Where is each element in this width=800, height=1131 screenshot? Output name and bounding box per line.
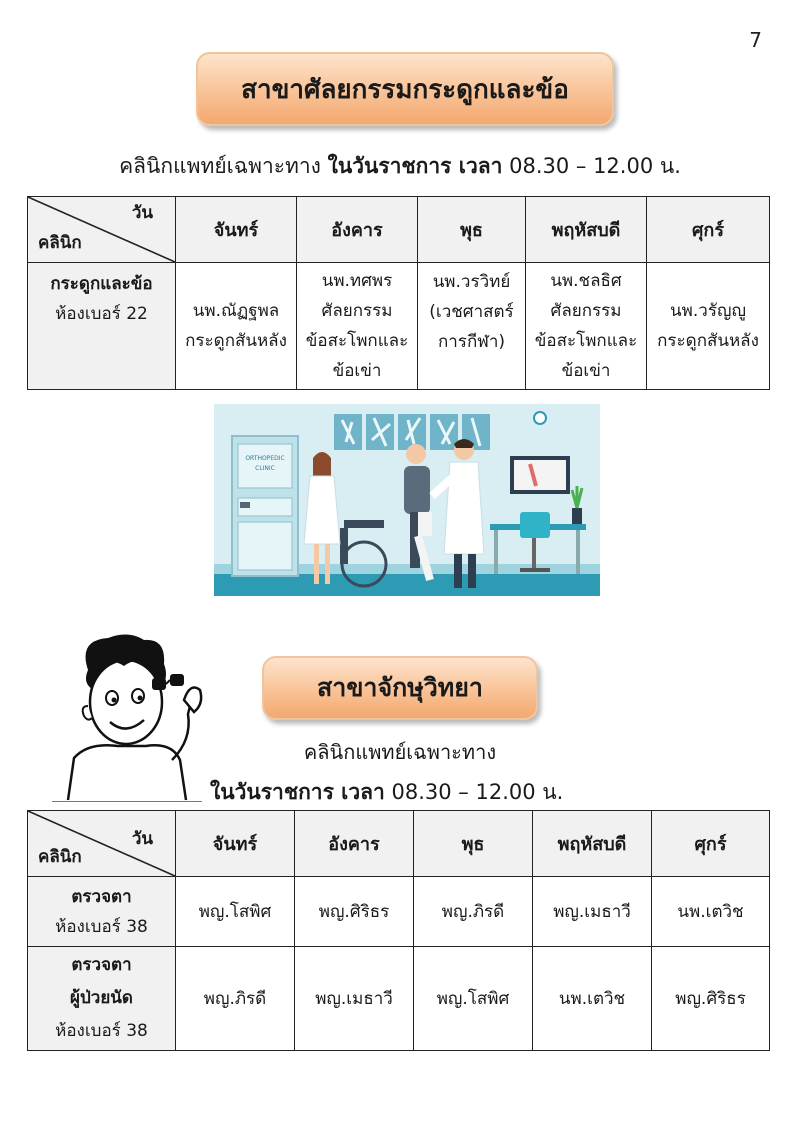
eye-subtitle-line1: คลินิกแพทย์เฉพาะทาง	[303, 740, 497, 764]
header-day-label: วัน	[131, 829, 153, 849]
doctor-specialty: กระดูกสันหลัง	[185, 331, 287, 351]
doctor-name: นพ.ทศพร	[321, 271, 393, 291]
eye-subtitle-time: 08.30 – 12.00 น.	[391, 780, 564, 804]
table-header-row: วัน คลินิก จันทร์ อังคาร พุธ พฤหัสบดี ศุ…	[27, 196, 770, 263]
day-header-tue: อังคาร	[296, 196, 418, 263]
clinic-name: ตรวจตา	[71, 955, 132, 975]
doctor-specialty: กระดูกสันหลัง	[657, 331, 759, 351]
schedule-cell-tue: พญ.เมธาวี	[294, 946, 414, 1051]
clinic-cell: ตรวจตา ห้องเบอร์ 38	[27, 876, 176, 947]
day-header-tue: อังคาร	[294, 810, 414, 877]
clinic-sign-line2: CLINIC	[255, 465, 275, 472]
schedule-cell-mon: พญ.ภิรดี	[175, 946, 295, 1051]
eye-subtitle-line2: ในวันราชการ เวลา 08.30 – 12.00 น.	[210, 776, 563, 809]
orthopedic-clinic-illustration: ORTHOPEDIC CLINIC	[214, 404, 600, 596]
day-header-wed: พุธ	[417, 196, 526, 263]
schedule-cell-wed: พญ.โสพิศ	[413, 946, 533, 1051]
clinic-room: ห้องเบอร์ 38	[55, 916, 148, 937]
table-row: ตรวจตา ห้องเบอร์ 38 พญ.โสพิศ พญ.ศิริธร พ…	[27, 876, 770, 947]
doctor-specialty: ศัลยกรรม	[321, 301, 393, 321]
doctor-specialty: การกีฬา)	[437, 332, 506, 352]
schedule-cell-wed: พญ.ภิรดี	[413, 876, 533, 947]
clinic-name: กระดูกและข้อ	[50, 274, 153, 294]
schedule-cell-mon: นพ.ณัฏฐพล กระดูกสันหลัง	[175, 262, 297, 390]
clinic-sign-line1: ORTHOPEDIC	[245, 455, 284, 462]
cartoon-baseline	[52, 801, 202, 802]
table-row: ตรวจตา ผู้ป่วยนัด ห้องเบอร์ 38 พญ.ภิรดี …	[27, 946, 770, 1051]
cartoon-man-with-glasses	[66, 634, 203, 801]
schedule-cell-fri: นพ.วรัญญู กระดูกสันหลัง	[646, 262, 770, 390]
ortho-section-title: สาขาศัลยกรรมกระดูกและข้อ	[196, 52, 614, 126]
clinic-room: ห้องเบอร์ 38	[55, 1021, 148, 1041]
schedule-cell-thu: นพ.เตวิช	[532, 946, 652, 1051]
ortho-subtitle-main: ในวันราชการ เวลา	[327, 154, 503, 178]
clinic-cell: กระดูกและข้อ ห้องเบอร์ 22	[27, 262, 176, 390]
day-header-thu: พฤหัสบดี	[532, 810, 652, 877]
header-clinic-label: คลินิก	[38, 847, 82, 867]
page-number: 7	[749, 28, 762, 52]
eye-schedule-table: วัน คลินิก จันทร์ อังคาร พุธ พฤหัสบดี ศุ…	[27, 810, 770, 1051]
ortho-subtitle: คลินิกแพทย์เฉพาะทาง ในวันราชการ เวลา 08.…	[0, 150, 800, 183]
day-header-mon: จันทร์	[175, 196, 297, 263]
schedule-cell-thu: นพ.ชลธิศ ศัลยกรรม ข้อสะโพกและ ข้อเข่า	[525, 262, 647, 390]
schedule-cell-fri: พญ.ศิริธร	[651, 946, 770, 1051]
ortho-subtitle-prefix: คลินิกแพทย์เฉพาะทาง	[119, 154, 321, 178]
table-row: กระดูกและข้อ ห้องเบอร์ 22 นพ.ณัฏฐพล กระด…	[27, 262, 770, 390]
schedule-cell-mon: พญ.โสพิศ	[175, 876, 295, 947]
ortho-schedule-table: วัน คลินิก จันทร์ อังคาร พุธ พฤหัสบดี ศุ…	[27, 196, 770, 390]
corner-header-cell: วัน คลินิก	[27, 196, 176, 263]
schedule-cell-tue: พญ.ศิริธร	[294, 876, 414, 947]
schedule-cell-fri: นพ.เตวิช	[651, 876, 770, 947]
doctor-specialty: ศัลยกรรม	[550, 301, 622, 321]
doctor-specialty: ข้อสะโพกและ	[534, 331, 638, 351]
ortho-subtitle-time: 08.30 – 12.00 น.	[509, 154, 681, 178]
corner-header-cell: วัน คลินิก	[27, 810, 176, 877]
header-clinic-label: คลินิก	[38, 233, 82, 253]
day-header-mon: จันทร์	[175, 810, 295, 877]
doctor-name: นพ.วรวิทย์	[432, 272, 511, 292]
schedule-cell-thu: พญ.เมธาวี	[532, 876, 652, 947]
clinic-room: ห้องเบอร์ 22	[55, 304, 148, 324]
header-day-label: วัน	[131, 203, 153, 223]
day-header-wed: พุธ	[413, 810, 533, 877]
clinic-name: ตรวจตา	[71, 886, 132, 907]
eye-section-title: สาขาจักษุวิทยา	[262, 656, 538, 720]
doctor-name: นพ.ณัฏฐพล	[192, 301, 280, 321]
schedule-cell-tue: นพ.ทศพร ศัลยกรรม ข้อสะโพกและ ข้อเข่า	[296, 262, 418, 390]
clinic-subname: ผู้ป่วยนัด	[70, 988, 133, 1008]
day-header-thu: พฤหัสบดี	[525, 196, 647, 263]
doctor-name: นพ.วรัญญู	[670, 301, 746, 321]
schedule-cell-wed: นพ.วรวิทย์ (เวชศาสตร์ การกีฬา)	[417, 262, 526, 390]
doctor-specialty: ข้อเข่า	[332, 361, 382, 381]
doctor-name: นพ.ชลธิศ	[550, 271, 622, 291]
clinic-cell: ตรวจตา ผู้ป่วยนัด ห้องเบอร์ 38	[27, 946, 176, 1051]
doctor-specialty: ข้อสะโพกและ	[305, 331, 409, 351]
eye-subtitle-main: ในวันราชการ เวลา	[210, 780, 385, 804]
doctor-specialty: (เวชศาสตร์	[429, 302, 514, 322]
day-header-fri: ศุกร์	[646, 196, 770, 263]
table-header-row: วัน คลินิก จันทร์ อังคาร พุธ พฤหัสบดี ศุ…	[27, 810, 770, 877]
day-header-fri: ศุกร์	[651, 810, 770, 877]
doctor-specialty: ข้อเข่า	[561, 361, 611, 381]
